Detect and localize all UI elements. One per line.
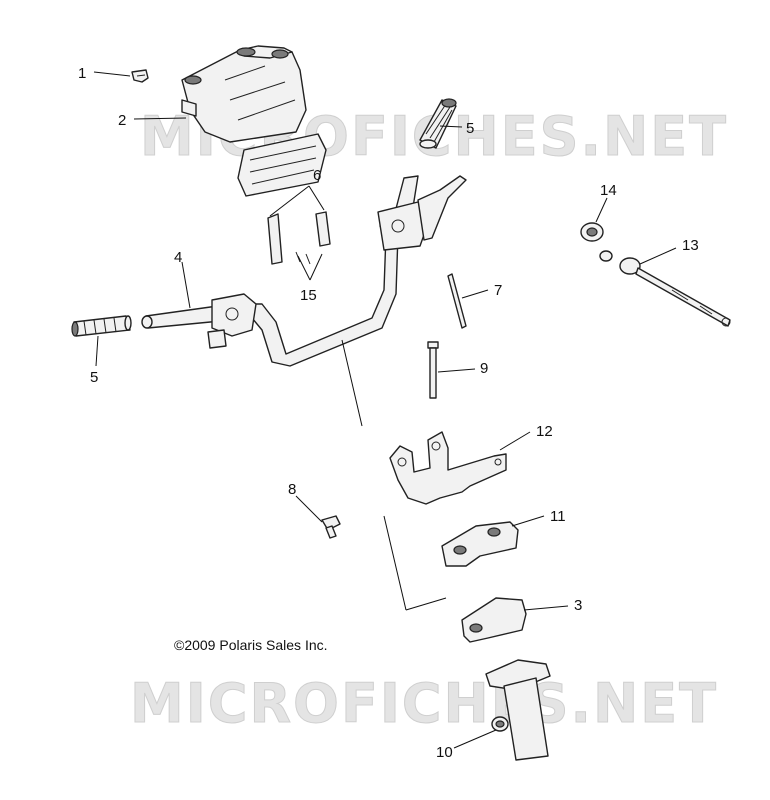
callout-8: 8 (288, 481, 296, 498)
callout-11: 11 (550, 508, 566, 525)
part-grip-left (71, 315, 132, 337)
part-grip-right (419, 98, 457, 149)
part-upper-clamp (441, 521, 519, 567)
callout-10: 10 (436, 744, 453, 761)
leader-lines (93, 71, 677, 749)
copyright-notice: ©2009 Polaris Sales Inc. (174, 637, 328, 653)
part-push-rivet (131, 69, 149, 83)
part-switch-box (237, 133, 327, 197)
part-shaft-assembly (599, 250, 731, 327)
part-adapter-bracket (389, 431, 507, 505)
part-brackets (267, 211, 331, 265)
callout-7: 7 (494, 282, 502, 299)
part-nut (580, 222, 604, 242)
part-lower-clamp (461, 597, 527, 643)
part-steering-post (485, 659, 551, 761)
callout-6: 6 (313, 167, 321, 184)
callout-14: 14 (600, 182, 617, 199)
part-long-bolt (427, 341, 439, 399)
callout-5-left: 5 (90, 369, 98, 386)
callout-5-top: 5 (466, 120, 474, 137)
part-handlebar (141, 175, 467, 367)
part-short-bolt (321, 515, 341, 539)
callout-4: 4 (174, 249, 182, 266)
part-cable-tie (447, 273, 467, 329)
watermark-bottom: MICROFICHES.NET (130, 672, 718, 735)
part-handlebar-cover (181, 45, 307, 143)
callout-1: 1 (78, 65, 86, 82)
callout-9: 9 (480, 360, 488, 377)
callout-2: 2 (118, 112, 126, 129)
callout-3: 3 (574, 597, 582, 614)
callout-13: 13 (682, 237, 699, 254)
callouts: 1 2 5 6 14 13 4 7 15 5 9 12 8 11 3 10 (78, 65, 699, 761)
callout-15: 15 (300, 287, 317, 304)
callout-12: 12 (536, 423, 553, 440)
